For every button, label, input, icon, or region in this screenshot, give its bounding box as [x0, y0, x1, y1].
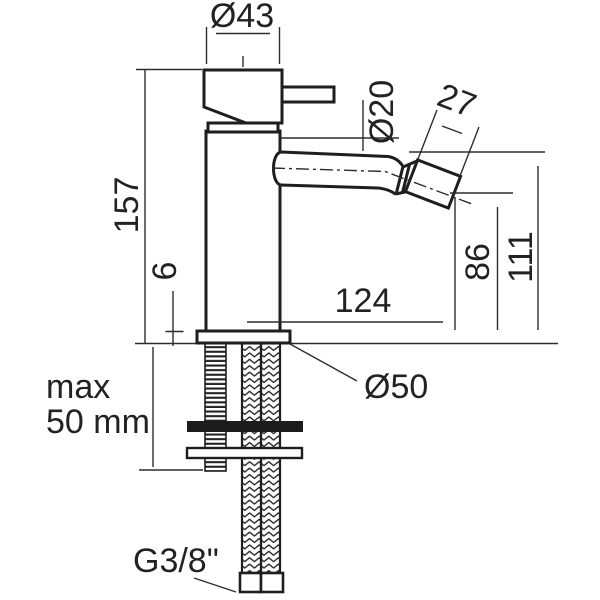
- spout-centerline: [271, 167, 473, 205]
- dim-hose-thread: G3/8": [133, 542, 237, 593]
- dim-total-height: 157: [108, 68, 202, 343]
- hose-thread-label: G3/8": [133, 542, 219, 580]
- hose-fitting-right: [259, 571, 285, 594]
- head-diameter-label: Ø43: [210, 0, 274, 35]
- lever-cap: [202, 68, 284, 125]
- lever-handle: [280, 85, 336, 104]
- max-deck-label-line2: 50 mm: [46, 403, 150, 441]
- dim-outlet-height: 86: [450, 192, 513, 330]
- faucet-body: [204, 129, 282, 334]
- max-deck-label-line1: max: [46, 368, 110, 406]
- installation-parts: [135, 329, 558, 594]
- dim-max-deck-thickness: max 50 mm: [46, 347, 203, 471]
- total-height-label: 157: [108, 177, 146, 234]
- base-plate: [195, 329, 292, 345]
- spout-reach-label: 124: [335, 282, 392, 320]
- base-plate-leader-line: [289, 343, 358, 382]
- spout-top-height-label: 111: [502, 231, 540, 283]
- outlet-height-label: 86: [459, 243, 497, 281]
- dim-spout-reach: 124: [247, 197, 456, 330]
- faucet-outline: [202, 68, 473, 334]
- spout-bottom-edge: [280, 183, 397, 196]
- spout-fill: [274, 151, 401, 191]
- base-thickness-label: 6: [146, 262, 184, 281]
- dim-spout-top-height: 111: [409, 151, 545, 330]
- rubber-gasket: [187, 421, 303, 432]
- dim-base-plate-diameter: Ø50: [289, 343, 428, 406]
- dim-spout-diameter: Ø20: [362, 80, 401, 151]
- spout-top-edge: [280, 150, 405, 168]
- dim-aerator-length: 27: [417, 76, 481, 177]
- dim-base-thickness: 6: [146, 262, 184, 346]
- cartridge-collar: [206, 121, 280, 134]
- aerator: [403, 157, 463, 211]
- spout-diameter-label: Ø20: [363, 80, 401, 144]
- spout-end-edge: [394, 166, 405, 195]
- hose-thread-leader-line: [193, 577, 237, 593]
- hose-fitting-left: [238, 571, 263, 594]
- aerator-length-label: 27: [432, 76, 481, 125]
- base-plate-diameter-label: Ø50: [364, 368, 428, 406]
- dim-head-diameter: Ø43: [205, 0, 281, 64]
- fastening-washer: [185, 446, 304, 460]
